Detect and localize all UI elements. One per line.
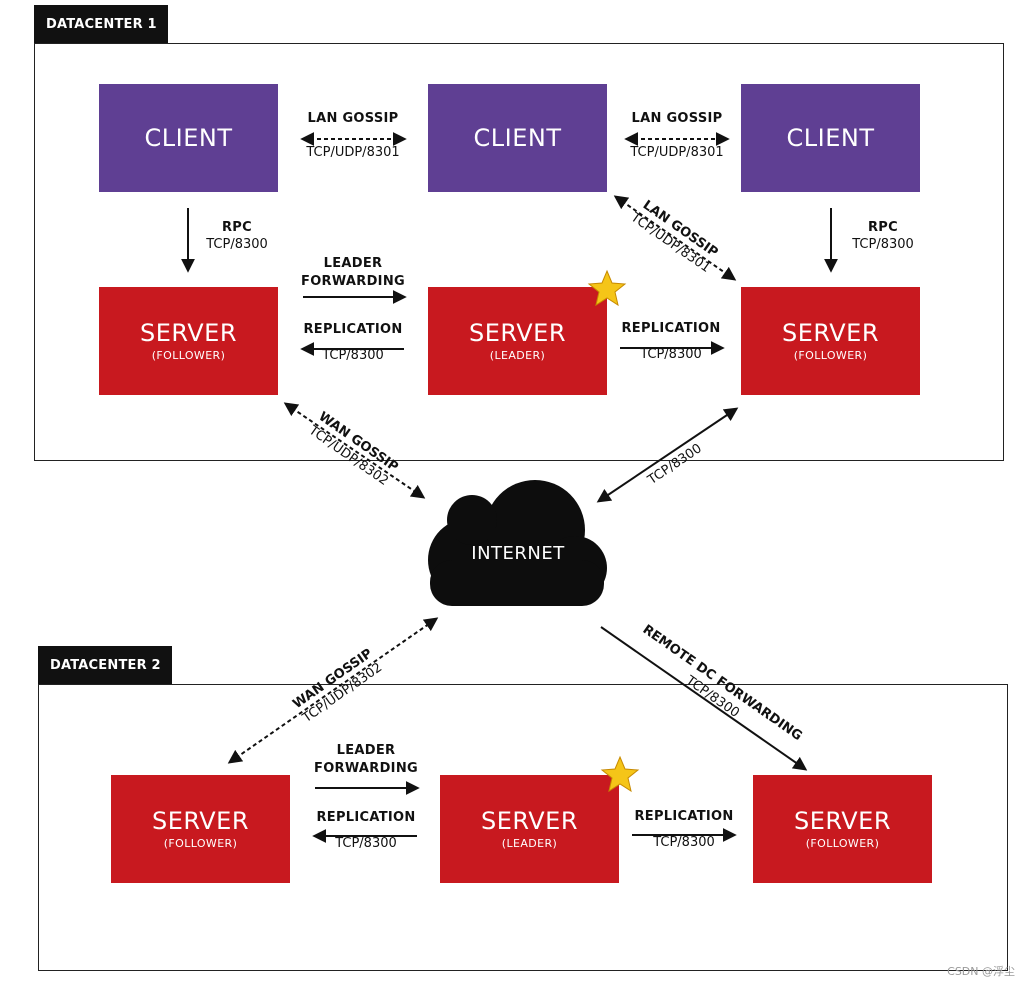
dc2-server-leader: SERVER (LEADER) xyxy=(440,775,619,883)
lan-gossip-label-left: LAN GOSSIP TCP/UDP/8301 xyxy=(306,111,399,161)
dc1-forwarding-label: LEADER FORWARDING xyxy=(301,256,405,290)
lan-gossip-title: LAN GOSSIP xyxy=(307,111,399,126)
server-role: (FOLLOWER) xyxy=(805,837,880,850)
server-title: SERVER xyxy=(151,807,250,835)
lan-gossip-label-right: LAN GOSSIP TCP/UDP/8301 xyxy=(630,111,723,161)
dc1-server-leader: SERVER (LEADER) xyxy=(428,287,607,395)
dc2-server-follower-right: SERVER (FOLLOWER) xyxy=(753,775,932,883)
server-role: (FOLLOWER) xyxy=(151,349,226,362)
datacenter-2-frame xyxy=(38,684,1008,971)
client-title: CLIENT xyxy=(473,124,562,152)
dc1-client-right: CLIENT xyxy=(741,84,920,192)
dc2-replication-label-right: REPLICATION TCP/8300 xyxy=(634,809,733,851)
client-title: CLIENT xyxy=(786,124,875,152)
rpc-label-left: RPC TCP/8300 xyxy=(206,220,268,253)
dc1-replication-label-left: REPLICATION TCP/8300 xyxy=(303,322,402,364)
forwarding-title-1: LEADER xyxy=(323,256,383,271)
server-title: SERVER xyxy=(139,319,238,347)
replication-title: REPLICATION xyxy=(316,810,416,825)
forwarding-title-1: LEADER xyxy=(336,743,396,758)
lan-gossip-title: LAN GOSSIP xyxy=(631,111,723,126)
lan-gossip-port: TCP/UDP/8301 xyxy=(630,145,724,160)
dc1-server-follower-left: SERVER (FOLLOWER) xyxy=(99,287,278,395)
datacenter-2-tab: DATACENTER 2 xyxy=(38,646,172,684)
dc2-leader-star-icon xyxy=(600,755,640,793)
datacenter-1-tab: DATACENTER 1 xyxy=(34,5,168,43)
dc2-server-follower-left: SERVER (FOLLOWER) xyxy=(111,775,290,883)
internet-label: INTERNET xyxy=(471,543,565,564)
dc2-forwarding-label: LEADER FORWARDING xyxy=(314,743,418,777)
replication-port: TCP/8300 xyxy=(335,836,397,851)
datacenter-1-frame xyxy=(34,43,1004,461)
dc1-server-follower-right: SERVER (FOLLOWER) xyxy=(741,287,920,395)
rpc-title: RPC xyxy=(868,220,898,235)
rpc-title: RPC xyxy=(222,220,252,235)
server-title: SERVER xyxy=(793,807,892,835)
remote-dc-forwarding-arrow xyxy=(600,626,808,771)
replication-title: REPLICATION xyxy=(634,809,734,824)
server-role: (FOLLOWER) xyxy=(163,837,238,850)
watermark: CSDN @浮尘 xyxy=(947,965,1015,978)
replication-title: REPLICATION xyxy=(621,321,721,336)
server-role: (LEADER) xyxy=(489,349,546,362)
replication-port: TCP/8300 xyxy=(322,348,384,363)
dc1-replication-label-right: REPLICATION TCP/8300 xyxy=(621,321,720,363)
replication-title: REPLICATION xyxy=(303,322,403,337)
datacenter-2-label: DATACENTER 2 xyxy=(50,657,161,673)
server-title: SERVER xyxy=(468,319,567,347)
dc1-client-center: CLIENT xyxy=(428,84,607,192)
server-role: (LEADER) xyxy=(501,837,558,850)
datacenter-1-label: DATACENTER 1 xyxy=(46,16,157,32)
replication-port: TCP/8300 xyxy=(640,347,702,362)
server-role: (FOLLOWER) xyxy=(793,349,868,362)
lan-gossip-arrow-diagonal xyxy=(613,195,737,281)
dc1-leader-star-icon xyxy=(587,269,627,307)
forwarding-title-2: FORWARDING xyxy=(301,274,405,289)
rpc-label-right: RPC TCP/8300 xyxy=(852,220,914,253)
dc2-replication-label-left: REPLICATION TCP/8300 xyxy=(316,810,415,852)
client-title: CLIENT xyxy=(144,124,233,152)
rpc-port: TCP/8300 xyxy=(852,237,914,252)
lan-gossip-port: TCP/UDP/8301 xyxy=(306,145,400,160)
forwarding-title-2: FORWARDING xyxy=(314,761,418,776)
rpc-port: TCP/8300 xyxy=(206,237,268,252)
server-title: SERVER xyxy=(480,807,579,835)
dc1-client-left: CLIENT xyxy=(99,84,278,192)
server-title: SERVER xyxy=(781,319,880,347)
internet-cloud-icon xyxy=(428,480,607,606)
dc1-tcp-arrow xyxy=(596,407,739,503)
replication-port: TCP/8300 xyxy=(653,835,715,850)
